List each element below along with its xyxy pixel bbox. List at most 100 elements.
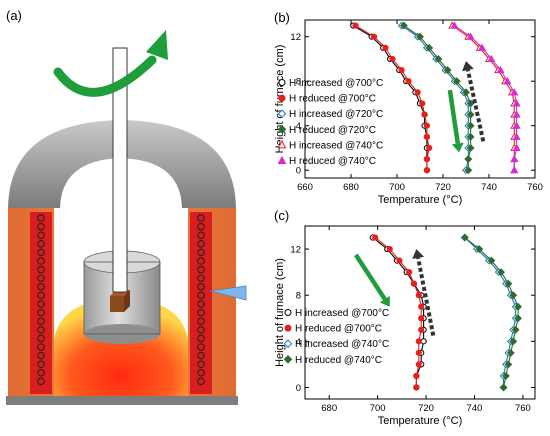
data-point (512, 121, 521, 129)
coil-turn (37, 377, 45, 386)
x-tick-label: 760 (527, 182, 543, 193)
coil-turn (197, 257, 205, 265)
coil-turn (197, 343, 205, 351)
y-axis-title: Height of furnace (cm) (274, 258, 286, 367)
y-tick-label: 12 (290, 32, 301, 43)
data-point (496, 65, 505, 74)
data-point (418, 315, 425, 322)
coil-turn (197, 377, 205, 386)
x-tick-label: 740 (467, 403, 483, 414)
legend-marker (284, 309, 292, 316)
data-point (352, 22, 359, 29)
data-point (512, 132, 521, 140)
coil-turn (197, 317, 205, 325)
coil-turn (37, 214, 45, 222)
data-point (434, 55, 443, 63)
y-tick-label: 12 (290, 245, 301, 256)
coil-turn (37, 257, 45, 265)
legend-marker (283, 339, 293, 349)
y-tick-label: 4 (296, 121, 301, 132)
coil-turns-right (197, 214, 205, 386)
series (352, 22, 433, 174)
data-point (475, 245, 484, 253)
y-tick-label: 4 (296, 337, 301, 348)
coil-turn (37, 360, 45, 368)
x-tick-label: 680 (343, 182, 359, 193)
data-point (503, 76, 512, 85)
coil-turn (37, 291, 45, 300)
heating-element-left (30, 212, 52, 394)
data-point (506, 348, 515, 357)
coil-turn (37, 351, 45, 360)
series (460, 233, 522, 392)
data-point (419, 100, 426, 107)
legend-marker (277, 124, 287, 134)
data-point (413, 384, 420, 391)
coil-turn (37, 283, 45, 291)
legend-marker (278, 79, 286, 86)
legend-entry: H increased @700°C (295, 308, 389, 319)
data-point (460, 233, 469, 242)
legend-entry: H increased @740°C (289, 140, 383, 151)
data-point (466, 32, 475, 40)
x-tick-label: 660 (297, 182, 313, 193)
data-point (514, 302, 522, 311)
data-point (512, 99, 521, 107)
legend: H increased @700°CH reduced @700°CH incr… (283, 308, 389, 366)
data-point (510, 88, 519, 96)
legend-entry: H reduced @740°C (295, 355, 382, 366)
trend-arrow-head (462, 61, 474, 72)
coil-turn (37, 248, 45, 257)
legend-entry: H reduced @700°C (295, 324, 382, 335)
y-tick-label: 8 (296, 291, 301, 302)
plot-frame (304, 19, 536, 179)
data-point (418, 303, 425, 310)
series (450, 21, 521, 174)
y-tick-label: 0 (296, 166, 301, 177)
coil-turns-left (37, 214, 45, 386)
coil-turn (37, 369, 45, 377)
data-point (421, 111, 428, 118)
data-point (405, 78, 412, 85)
data-point (416, 32, 424, 41)
trend-arrow (447, 89, 461, 144)
coil-turn (197, 334, 205, 343)
series (372, 234, 425, 391)
data-point (464, 166, 473, 175)
data-point (502, 372, 510, 380)
legend-marker (277, 140, 287, 149)
trend-arrow-head (379, 295, 390, 307)
data-point (466, 132, 475, 141)
data-point (466, 99, 475, 108)
coil-turn (37, 222, 45, 231)
data-point (410, 280, 418, 287)
data-point (423, 122, 430, 129)
coil-turn (37, 317, 45, 325)
data-point (512, 110, 521, 118)
data-point (464, 155, 473, 163)
coil-turn (37, 300, 45, 308)
trend-arrow-head (412, 249, 424, 260)
data-point (512, 143, 521, 152)
coil-turn (197, 369, 205, 377)
lifting-rod (112, 47, 128, 293)
panel-label-c: (c) (274, 208, 289, 223)
data-point (504, 360, 513, 369)
data-point (487, 54, 496, 63)
data-point (413, 372, 420, 380)
coil-turn (37, 334, 45, 343)
rotation-arrow-head (146, 30, 168, 60)
legend-entry: H increased @700°C (289, 78, 383, 89)
data-point (478, 43, 487, 51)
legend-entry: H increased @720°C (289, 109, 383, 120)
coil-turn (197, 326, 205, 334)
coil-turn (37, 274, 45, 282)
series-line (454, 25, 518, 171)
x-tick-label: 740 (481, 182, 497, 193)
data-point (511, 325, 520, 334)
data-point (504, 279, 513, 288)
data-point (389, 55, 396, 63)
data-point (399, 21, 408, 30)
data-point (396, 257, 403, 264)
